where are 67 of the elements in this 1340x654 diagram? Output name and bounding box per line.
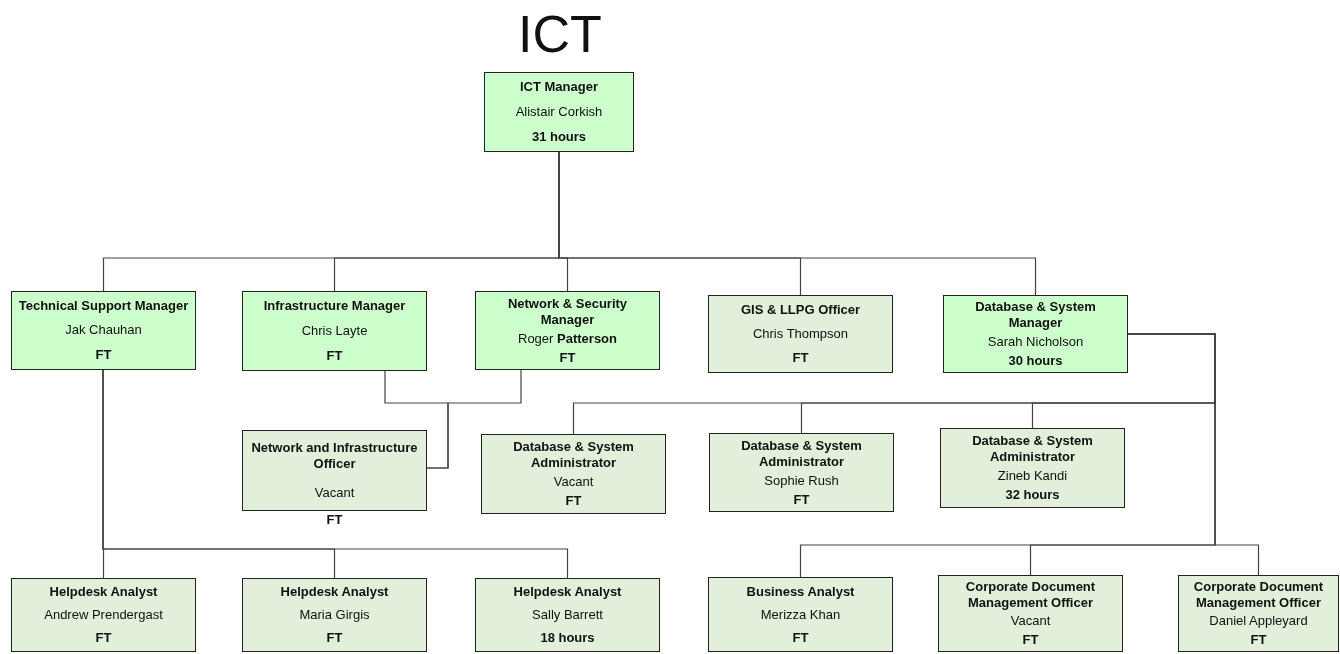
person-name: Vacant bbox=[553, 474, 594, 490]
hours-label: FT bbox=[792, 629, 809, 646]
role-title: Network & Security Manager bbox=[506, 295, 629, 328]
person-name: Vacant bbox=[314, 485, 355, 502]
role-title: Database & System Administrator bbox=[971, 432, 1094, 465]
role-title: GIS & LLPG Officer bbox=[740, 302, 861, 318]
role-title: Business Analyst bbox=[746, 583, 855, 600]
chart-title: ICT bbox=[517, 4, 603, 65]
staff-box bbox=[943, 295, 1128, 373]
role-title: Corporate Document Management Officer bbox=[1192, 579, 1325, 612]
hours-label: 30 hours bbox=[1008, 352, 1063, 369]
staff-box bbox=[708, 295, 893, 373]
role-title: Database & System Administrator bbox=[740, 437, 863, 470]
hours-label: 31 hours bbox=[531, 128, 587, 145]
staff-box bbox=[11, 291, 196, 370]
person-name: Sophie Rush bbox=[764, 472, 839, 489]
person-name: Andrew Prendergast bbox=[44, 607, 163, 623]
role-title: Infrastructure Manager bbox=[263, 298, 406, 315]
staff-box bbox=[1178, 575, 1339, 652]
hours-label: 32 hours bbox=[1005, 487, 1060, 504]
staff-box bbox=[475, 578, 660, 652]
staff-box bbox=[481, 434, 666, 514]
role-title: Database & System Manager bbox=[974, 299, 1097, 332]
person-name: Chris Layte bbox=[301, 323, 368, 339]
person-name: Zineb Kandi bbox=[997, 468, 1068, 484]
staff-box bbox=[484, 72, 634, 152]
role-title: Helpdesk Analyst bbox=[513, 584, 622, 601]
hours-label: FT bbox=[792, 350, 809, 366]
staff-box bbox=[709, 433, 894, 512]
staff-box bbox=[11, 578, 196, 652]
role-title: Technical Support Manager bbox=[18, 298, 189, 315]
role-title: ICT Manager bbox=[520, 79, 598, 96]
staff-box bbox=[708, 577, 893, 652]
role-title: Helpdesk Analyst bbox=[280, 584, 389, 601]
connector-line bbox=[102, 369, 569, 579]
hours-label: FT bbox=[95, 346, 112, 363]
person-name: Roger Patterson bbox=[518, 330, 617, 347]
hours-label: 18 hours bbox=[540, 629, 595, 646]
person-name: Merizza Khan bbox=[760, 606, 841, 623]
person-name: Sally Barrett bbox=[532, 607, 603, 623]
hours-label: FT bbox=[565, 493, 582, 510]
role-title: Helpdesk Analyst bbox=[49, 584, 158, 601]
hours-label: FT bbox=[95, 629, 112, 646]
person-name: Alistair Corkish bbox=[515, 104, 603, 120]
role-title: Network and Infrastructure Officer bbox=[250, 439, 419, 472]
hours-label: FT bbox=[1022, 631, 1039, 648]
connector-line bbox=[426, 369, 522, 469]
person-name: Sarah Nicholson bbox=[987, 334, 1084, 350]
hours-label: FT bbox=[559, 349, 576, 366]
hours-label: FT bbox=[793, 491, 810, 508]
person-name: Daniel Appleyard bbox=[1209, 613, 1308, 630]
hours-label: FT bbox=[325, 512, 344, 528]
staff-box bbox=[938, 575, 1123, 652]
hours-label: FT bbox=[326, 347, 343, 364]
person-name: Jak Chauhan bbox=[65, 322, 142, 339]
person-name: Vacant bbox=[1010, 613, 1051, 630]
role-title: Database & System Administrator bbox=[512, 438, 635, 471]
person-name: Chris Thompson bbox=[752, 326, 849, 342]
staff-box bbox=[242, 291, 427, 371]
staff-box bbox=[242, 430, 427, 511]
staff-box bbox=[475, 291, 660, 370]
staff-box bbox=[242, 578, 427, 652]
role-title: Corporate Document Management Officer bbox=[964, 579, 1097, 612]
hours-label: FT bbox=[1250, 631, 1267, 648]
person-name: Maria Girgis bbox=[299, 607, 370, 623]
staff-box bbox=[940, 428, 1125, 508]
hours-label: FT bbox=[326, 629, 343, 646]
